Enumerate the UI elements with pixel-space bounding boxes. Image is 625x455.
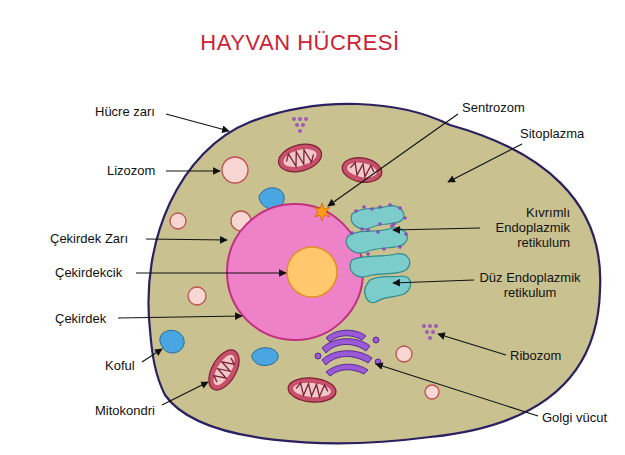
leader-lines <box>118 114 538 416</box>
nucleolus <box>287 247 337 297</box>
centrosome <box>314 203 330 221</box>
part-label: Golgi vücut <box>542 410 607 425</box>
part-label: Çekirdek <box>55 311 106 326</box>
part-label: Koful <box>105 358 135 373</box>
part-label: Sentrozom <box>462 100 525 115</box>
part-label: Ribozom <box>510 348 561 363</box>
part-label: Düz Endoplazmik retikulum <box>470 270 590 300</box>
part-label: Çekirdek Zarı <box>50 231 128 246</box>
part-label: Hücre zarı <box>95 104 155 119</box>
golgi-body <box>315 330 381 376</box>
part-label: Kıvrımlı Endoplazmik retikulum <box>484 205 570 250</box>
part-label: Çekirdekcik <box>55 265 122 280</box>
endoplasmic-reticulum <box>346 206 410 303</box>
part-label: Sitoplazma <box>520 126 584 141</box>
part-label: Mitokondri <box>95 403 155 418</box>
nucleus <box>227 204 363 340</box>
diagram-title: HAYVAN HÜCRESİ <box>0 30 600 56</box>
part-label: Lizozom <box>107 163 155 178</box>
lysosomes <box>170 157 439 399</box>
